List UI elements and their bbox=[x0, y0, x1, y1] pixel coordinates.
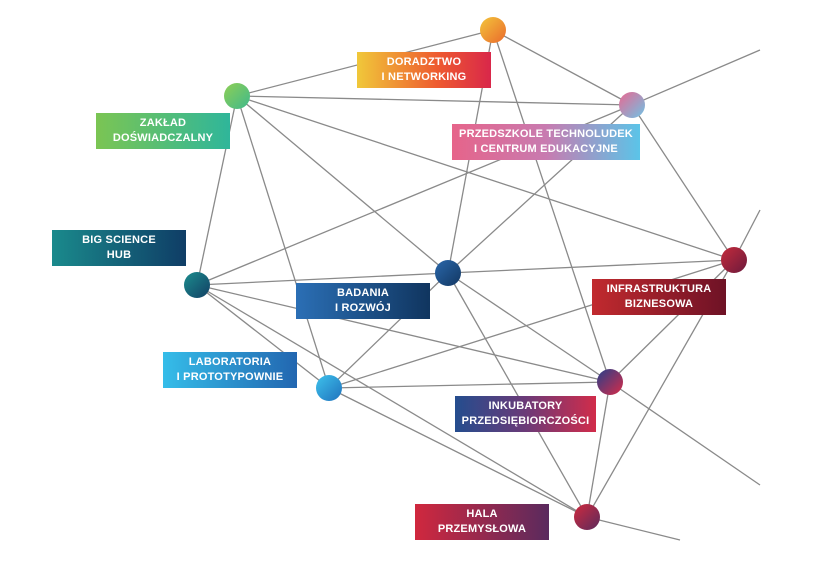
node-hala bbox=[574, 504, 600, 530]
label-przedszkole-technoludek: PRZEDSZKOLE TECHNOLUDEK I CENTRUM EDUKAC… bbox=[452, 124, 640, 160]
edge-zaklad-przedszkole bbox=[236, 95, 633, 106]
label-text: INFRASTRUKTURA BIZNESOWA bbox=[606, 283, 712, 310]
edge-badania-infra bbox=[447, 259, 735, 274]
edge-przedszkole-out_top_right bbox=[631, 49, 761, 106]
edge-hala-out_bottom_right bbox=[586, 516, 681, 541]
label-text: LABORATORIA I PROTOTYPOWNIE bbox=[176, 356, 284, 383]
edge-zaklad-infra bbox=[236, 95, 735, 261]
label-text: ZAKŁAD DOŚWIADCZALNY bbox=[112, 117, 214, 144]
node-laboratoria bbox=[316, 375, 342, 401]
label-hala-przemyslowa: HALA PRZEMYSŁOWA bbox=[415, 504, 549, 540]
node-przedszkole bbox=[619, 92, 645, 118]
label-text: BADANIA I ROZWÓJ bbox=[335, 287, 391, 314]
label-text: INKUBATORY PRZEDSIĘBIORCZOŚCI bbox=[461, 400, 590, 427]
edge-bigscience-laboratoria bbox=[196, 284, 330, 389]
label-text: DORADZTWO I NETWORKING bbox=[381, 56, 467, 83]
node-zaklad bbox=[224, 83, 250, 109]
node-bigscience bbox=[184, 272, 210, 298]
edge-badania-inkubatory bbox=[447, 272, 611, 383]
label-zaklad-doswiadczalny: ZAKŁAD DOŚWIADCZALNY bbox=[96, 113, 230, 149]
label-laboratoria-i-prototypownie: LABORATORIA I PROTOTYPOWNIE bbox=[163, 352, 297, 388]
label-infrastruktura-biznesowa: INFRASTRUKTURA BIZNESOWA bbox=[592, 279, 726, 315]
label-text: BIG SCIENCE HUB bbox=[82, 234, 156, 261]
label-text: HALA PRZEMYSŁOWA bbox=[437, 508, 527, 535]
label-text: PRZEDSZKOLE TECHNOLUDEK I CENTRUM EDUKAC… bbox=[459, 128, 633, 155]
nodes-layer bbox=[184, 17, 747, 530]
edge-laboratoria-hala bbox=[328, 387, 588, 518]
edge-bigscience-hala bbox=[196, 284, 588, 518]
node-badania bbox=[435, 260, 461, 286]
edge-przedszkole-infra bbox=[631, 104, 735, 261]
label-badania-i-rozwoj: BADANIA I ROZWÓJ bbox=[296, 283, 430, 319]
node-inkubatory bbox=[597, 369, 623, 395]
node-doradztwo bbox=[480, 17, 506, 43]
edge-inkubatory-out_right_low bbox=[609, 381, 761, 486]
edge-laboratoria-inkubatory bbox=[328, 381, 611, 389]
edge-zaklad-laboratoria bbox=[236, 95, 330, 389]
edge-bigscience-badania bbox=[196, 272, 449, 286]
label-big-science-hub: BIG SCIENCE HUB bbox=[52, 230, 186, 266]
edge-bigscience-inkubatory bbox=[196, 284, 611, 383]
edge-doradztwo-przedszkole bbox=[492, 29, 633, 106]
label-inkubatory-przedsiebiorczosci: INKUBATORY PRZEDSIĘBIORCZOŚCI bbox=[455, 396, 596, 432]
node-infra bbox=[721, 247, 747, 273]
edge-zaklad-bigscience bbox=[196, 95, 238, 286]
edge-doradztwo-inkubatory bbox=[492, 29, 611, 383]
edge-inkubatory-hala bbox=[586, 381, 611, 518]
edge-zaklad-badania bbox=[236, 95, 449, 274]
label-doradztwo-i-networking: DORADZTWO I NETWORKING bbox=[357, 52, 491, 88]
edge-badania-hala bbox=[447, 272, 588, 518]
